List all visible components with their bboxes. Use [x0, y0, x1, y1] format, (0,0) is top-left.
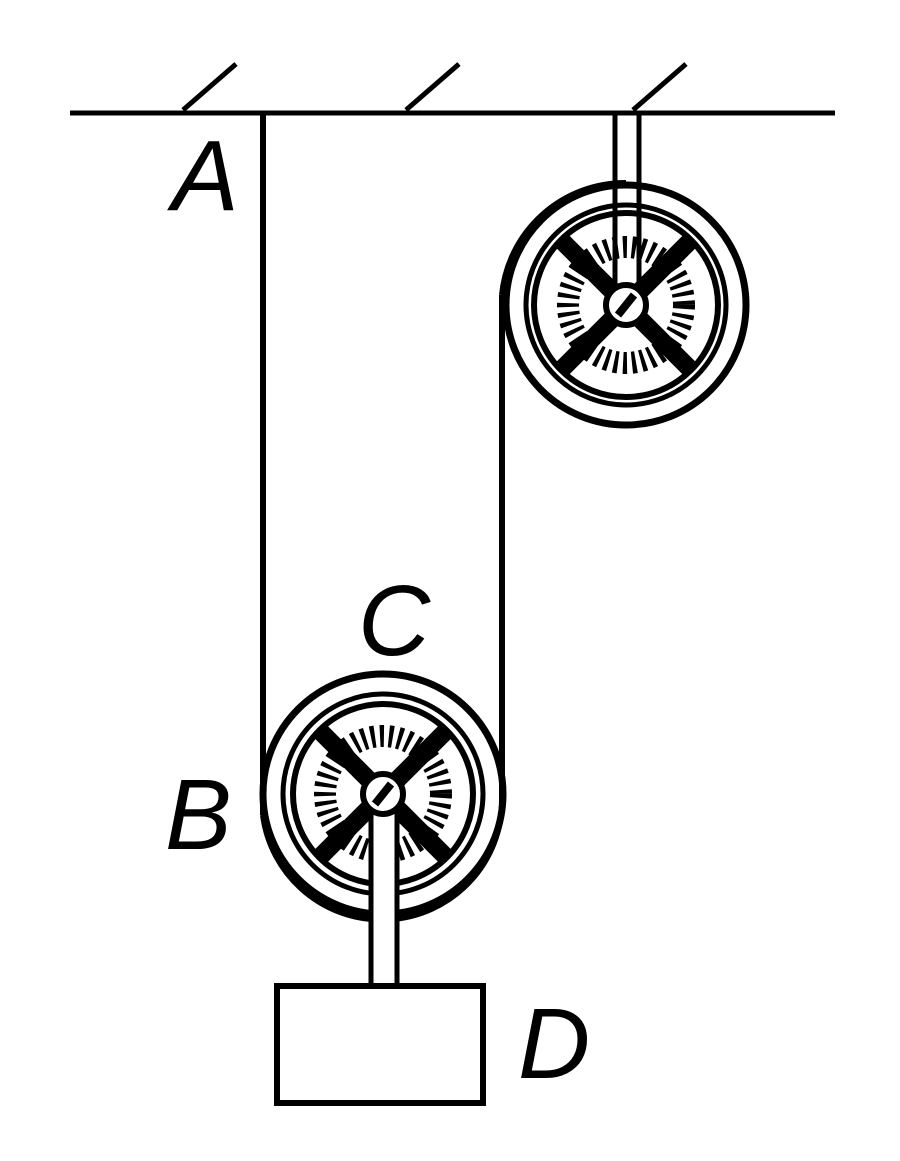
movable-pulley: [259, 670, 507, 989]
movable-pulley-strap: [368, 797, 400, 989]
fixed-pulley-wheel: [531, 210, 721, 400]
fixed-pulley-axle-slot: [614, 292, 638, 318]
label-a: A: [167, 120, 239, 232]
fixed-pulley-spoke-ring: [557, 236, 695, 374]
label-d: D: [518, 988, 590, 1100]
fixed-pulley-outer-rim: [502, 181, 750, 429]
ceiling-hatch-3: [631, 62, 688, 112]
ceiling-hatch-1: [181, 62, 238, 112]
fixed-pulley-inner-rim: [523, 202, 729, 408]
label-b: B: [165, 759, 232, 871]
fixed-pulley: [502, 113, 750, 429]
movable-pulley-axle-slot: [371, 781, 395, 807]
label-c: C: [358, 565, 431, 677]
ceiling: [70, 62, 835, 116]
load-block: [274, 983, 486, 1106]
ceiling-hatch-2: [404, 62, 461, 112]
